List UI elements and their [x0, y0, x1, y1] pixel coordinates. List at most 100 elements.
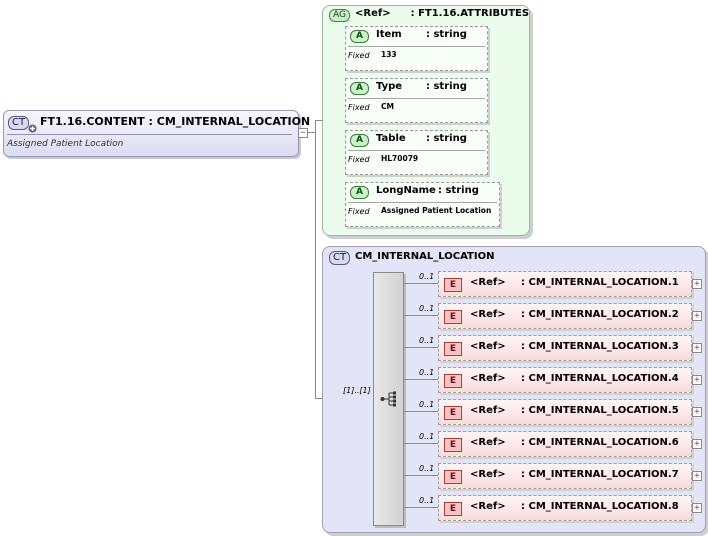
element-ref: <Ref> — [470, 469, 506, 480]
element-multiplicity: 0..1 — [419, 304, 435, 313]
connector-line — [403, 379, 438, 380]
element-badge: E — [444, 438, 462, 452]
element-multiplicity: 0..1 — [419, 336, 435, 345]
element-type: : CM_INTERNAL_LOCATION.3 — [521, 341, 679, 352]
element-type: : CM_INTERNAL_LOCATION.5 — [521, 405, 679, 416]
complex-type-badge: CT — [329, 251, 351, 265]
element-multiplicity: 0..1 — [419, 432, 435, 441]
element-badge: E — [444, 342, 462, 356]
element-badge: E — [444, 502, 462, 516]
element-cm-internal-location-3[interactable]: E <Ref> : CM_INTERNAL_LOCATION.3 — [438, 335, 692, 361]
element-badge: E — [444, 310, 462, 324]
element-cm-internal-location-1[interactable]: E <Ref> : CM_INTERNAL_LOCATION.1 — [438, 271, 692, 297]
attribute-badge: A — [350, 186, 369, 199]
fixed-label: Fixed — [348, 207, 370, 216]
fixed-value: CM — [381, 102, 394, 111]
element-badge: E — [444, 406, 462, 420]
attribute-type: : string — [438, 185, 479, 196]
connector-line — [315, 120, 316, 398]
connector-line — [403, 347, 438, 348]
fixed-value: 133 — [381, 50, 397, 59]
attribute-longname[interactable]: A LongName : string Fixed Assigned Patie… — [345, 182, 500, 227]
element-type: : CM_INTERNAL_LOCATION.2 — [521, 309, 679, 320]
connector-line — [403, 507, 438, 508]
element-multiplicity: 0..1 — [419, 464, 435, 473]
element-ref: <Ref> — [470, 341, 506, 352]
sequence-multiplicity: [1]..[1] — [343, 386, 371, 395]
element-ref: <Ref> — [470, 277, 506, 288]
attribute-group-badge: AG — [329, 9, 350, 22]
connector-line — [403, 411, 438, 412]
attribute-badge: A — [350, 82, 369, 95]
attribute-name: LongName — [376, 185, 436, 196]
connector-line — [403, 283, 438, 284]
attribute-group-title: <Ref> : FT1.16.ATTRIBUTES — [355, 8, 529, 19]
element-badge: E — [444, 278, 462, 292]
fixed-value: HL70079 — [381, 154, 419, 163]
divider — [348, 150, 485, 151]
fixed-label: Fixed — [348, 155, 370, 164]
element-cm-internal-location-5[interactable]: E <Ref> : CM_INTERNAL_LOCATION.5 — [438, 399, 692, 425]
attribute-group-name: : FT1.16.ATTRIBUTES — [410, 8, 530, 19]
element-type: : CM_INTERNAL_LOCATION.1 — [521, 277, 679, 288]
element-badge: E — [444, 470, 462, 484]
fixed-value: Assigned Patient Location — [381, 206, 492, 215]
expand-plus-icon[interactable]: + — [692, 279, 702, 289]
attribute-name: Table — [376, 133, 406, 144]
element-cm-internal-location-4[interactable]: E<Ref>: CM_INTERNAL_LOCATION.4 — [438, 367, 692, 393]
expand-plus-icon[interactable]: + — [692, 311, 702, 321]
sequence-compositor-icon — [380, 390, 398, 412]
expand-plus-icon[interactable]: + — [692, 471, 702, 481]
expand-plus-icon[interactable]: + — [692, 343, 702, 353]
attribute-table[interactable]: A Table : string Fixed HL70079 — [345, 130, 488, 175]
element-multiplicity: 0..1 — [419, 272, 435, 281]
divider — [348, 202, 497, 203]
expand-plus-icon[interactable]: + — [692, 375, 702, 385]
content-element-annotation: Assigned Patient Location — [7, 139, 124, 149]
element-ref: <Ref> — [470, 405, 506, 416]
element-multiplicity: 0..1 — [419, 368, 435, 377]
attribute-type: : string — [426, 29, 467, 40]
attribute-item[interactable]: A Item : string Fixed 133 — [345, 26, 488, 71]
connector-line — [403, 475, 438, 476]
element-type: : CM_INTERNAL_LOCATION.4 — [521, 373, 679, 384]
element-type: : CM_INTERNAL_LOCATION.7 — [521, 469, 679, 480]
element-cm-internal-location-6[interactable]: E <Ref> : CM_INTERNAL_LOCATION.6 — [438, 431, 692, 457]
element-cm-internal-location-8[interactable]: E <Ref> : CM_INTERNAL_LOCATION.8 — [438, 495, 692, 521]
sequence-compositor[interactable] — [373, 272, 404, 526]
connector-line — [307, 132, 315, 133]
expand-plus-icon[interactable]: + — [692, 503, 702, 513]
divider — [348, 98, 485, 99]
attribute-name: Type — [376, 81, 403, 92]
complex-type-badge: CT — [8, 116, 30, 130]
expand-plus-icon[interactable]: + — [692, 407, 702, 417]
attribute-type: : string — [426, 81, 467, 92]
attribute-group-ref: <Ref> — [355, 8, 391, 19]
fixed-label: Fixed — [348, 103, 370, 112]
attribute-type: : string — [426, 133, 467, 144]
attribute-badge: A — [350, 30, 369, 43]
connector-line — [403, 443, 438, 444]
attribute-name: Item — [376, 29, 402, 40]
attribute-group[interactable]: AG <Ref> : FT1.16.ATTRIBUTES A Item : str… — [322, 5, 530, 236]
element-type: : CM_INTERNAL_LOCATION.6 — [521, 437, 679, 448]
expand-plus-icon — [28, 118, 37, 133]
collapse-minus-icon[interactable]: − — [298, 128, 308, 138]
element-cm-internal-location-2[interactable]: E <Ref> : CM_INTERNAL_LOCATION.2 — [438, 303, 692, 329]
connector-line — [403, 283, 404, 508]
element-ref: <Ref> — [470, 437, 506, 448]
content-element[interactable]: CT FT1.16.CONTENT : CM_INTERNAL_LOCATION… — [3, 110, 310, 157]
element-type: : CM_INTERNAL_LOCATION.8 — [521, 501, 679, 512]
attribute-badge: A — [350, 134, 369, 147]
divider — [7, 134, 292, 135]
element-ref: <Ref> — [470, 309, 506, 320]
fixed-label: Fixed — [348, 51, 370, 60]
element-cm-internal-location-7[interactable]: E <Ref> : CM_INTERNAL_LOCATION.7 — [438, 463, 692, 489]
complex-type-name: CM_INTERNAL_LOCATION — [355, 251, 495, 262]
element-ref: <Ref> — [470, 501, 506, 512]
element-ref: <Ref> — [470, 373, 506, 384]
connector-line — [403, 315, 438, 316]
expand-plus-icon[interactable]: + — [692, 439, 702, 449]
connector-line — [315, 120, 322, 121]
attribute-type[interactable]: A Type : string Fixed CM — [345, 78, 488, 123]
